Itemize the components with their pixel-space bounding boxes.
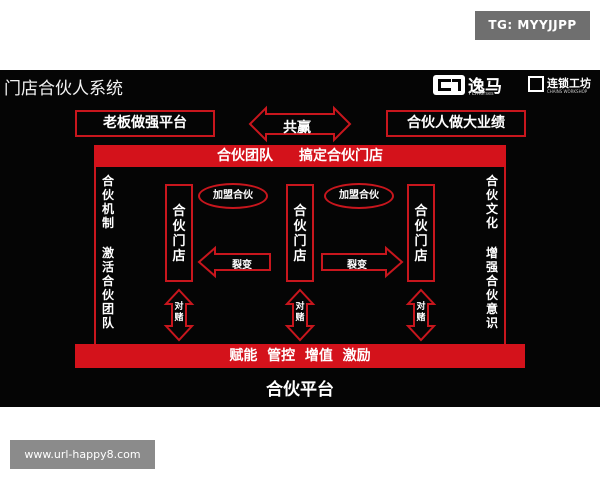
partner-performance-box: 合伙人做大业绩: [386, 110, 526, 137]
logo-mark-icon: [433, 75, 465, 95]
team-bar-right: 搞定合伙门店: [299, 148, 383, 164]
bet-label-left: 对赌: [174, 302, 184, 323]
store-box-left: 合伙门店: [165, 184, 193, 282]
arrows-layer: [163, 105, 437, 342]
split-label-right: 裂变: [347, 260, 367, 271]
left-col-bottom: 激活合伙团队: [101, 246, 114, 330]
bet-arrow-mid-icon: [284, 288, 316, 342]
store-box-mid: 合伙门店: [286, 184, 314, 282]
win-win-arrow-icon: [248, 105, 352, 143]
store-box-right: 合伙门店: [407, 184, 435, 282]
bet-label-mid: 对赌: [295, 302, 305, 323]
split-arrow-right-icon: [321, 245, 404, 279]
boss-platform-box: 老板做强平台: [75, 110, 215, 137]
win-win-label: 共赢: [283, 120, 311, 136]
diagram-panel: 门店合伙人系统 逸马 FLYhorses 连锁工坊 CHAINS WORKSHO…: [0, 70, 600, 407]
bet-arrow-right-icon: [405, 288, 437, 342]
store-label-mid: 合伙门店: [293, 204, 307, 264]
bet-arrow-left-icon: [163, 288, 195, 342]
watermark-tg: TG: MYYJJPP: [475, 11, 590, 40]
split-arrow-left-icon: [197, 245, 271, 279]
logo-sub-en: CHAINS WORKSHOP: [547, 89, 588, 94]
brand-logo: 逸马 FLYhorses 连锁工坊 CHAINS WORKSHOP: [433, 72, 598, 98]
logo-brand-cn: 逸马: [468, 77, 502, 97]
watermark-url: www.url-happy8.com: [10, 440, 155, 469]
logo-workshop-icon: [528, 76, 544, 92]
bet-label-right: 对赌: [416, 302, 426, 323]
right-col-top: 合伙文化: [485, 174, 498, 230]
store-label-left: 合伙门店: [172, 204, 186, 264]
split-label-left: 裂变: [232, 260, 252, 271]
store-label-right: 合伙门店: [414, 204, 428, 264]
team-bar: 合伙团队 搞定合伙门店: [94, 145, 506, 167]
logo-brand-en: FLYhorses: [469, 91, 494, 97]
logo-sub-cn: 连锁工坊: [547, 77, 591, 90]
join-ellipse-left: 加盟合伙: [198, 183, 268, 209]
team-bar-left: 合伙团队: [217, 148, 273, 164]
left-col-top: 合伙机制: [101, 174, 114, 230]
right-col-bottom: 增强合伙意识: [485, 246, 498, 330]
empower-bar: 赋能 管控 增值 激励: [75, 344, 525, 368]
platform-label: 合伙平台: [266, 380, 334, 400]
join-ellipse-right: 加盟合伙: [324, 183, 394, 209]
diagram-title: 门店合伙人系统: [4, 79, 123, 99]
